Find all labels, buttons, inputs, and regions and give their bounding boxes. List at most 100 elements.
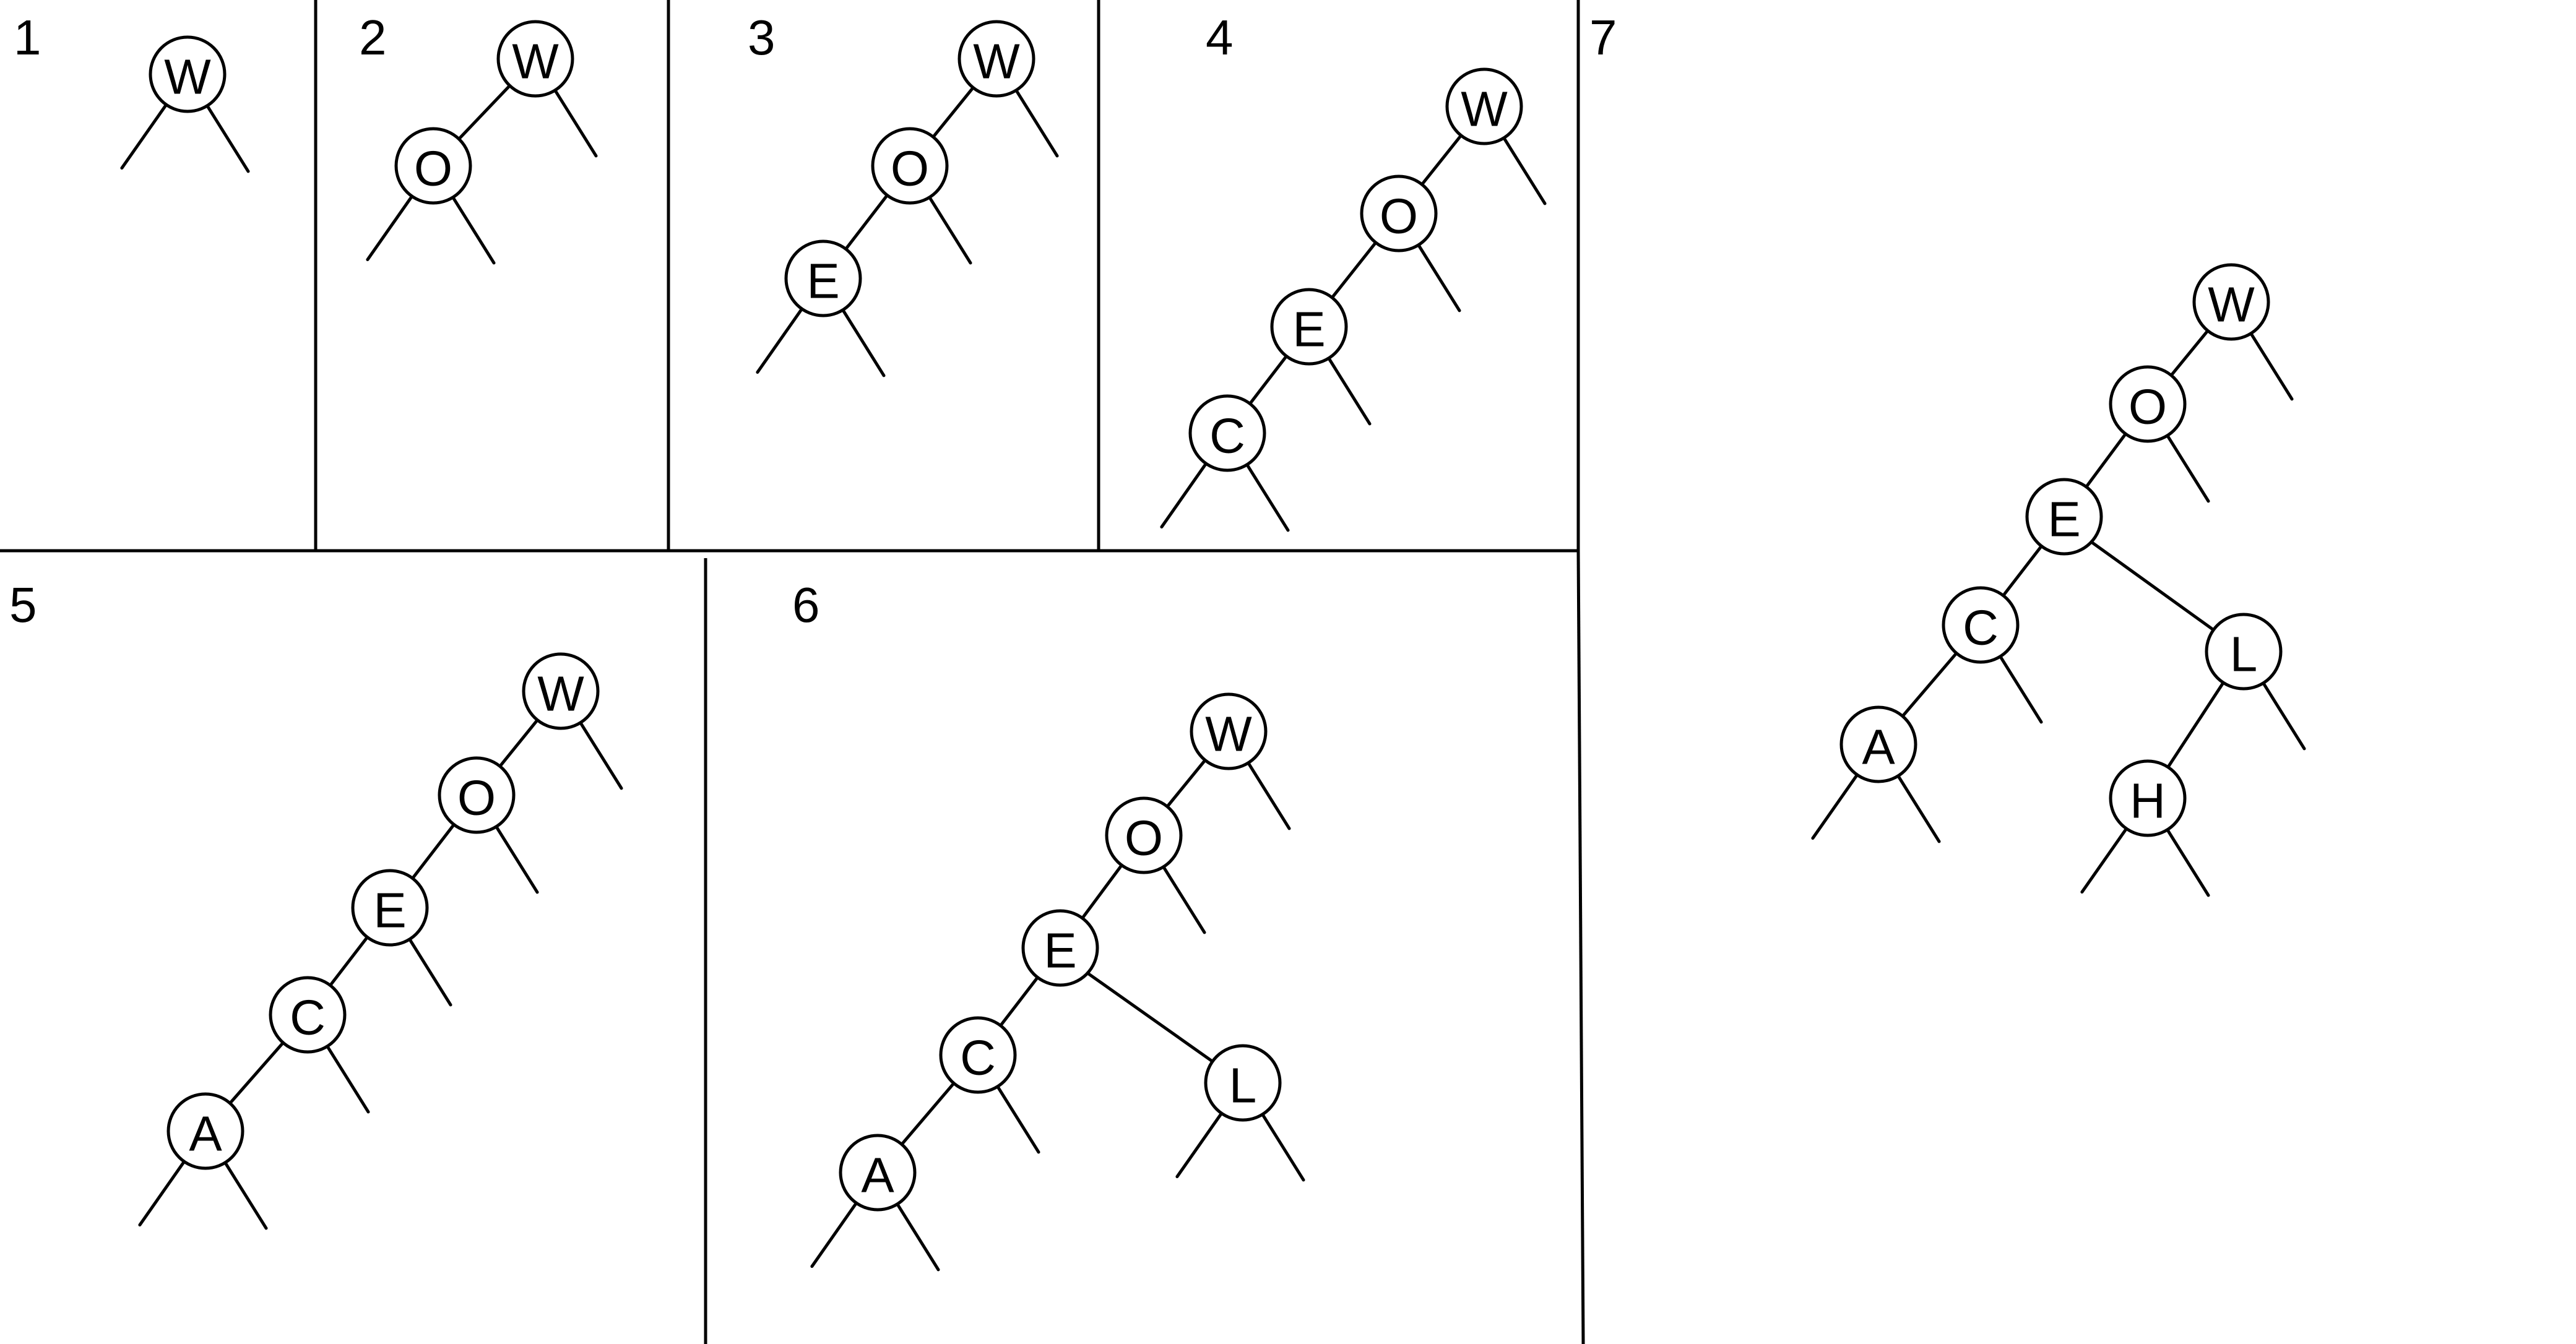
panel-dividers [0, 0, 1585, 1344]
panel-7: 7WO EC A L H [1589, 10, 2306, 897]
tree-node-w: W [957, 20, 1035, 98]
panel-3-edges [756, 57, 1059, 377]
node-circle [394, 127, 472, 205]
tree-node-c: C [939, 1016, 1017, 1094]
divider-6-7 [1576, 550, 1585, 1344]
node-circle [939, 1016, 1017, 1094]
tree-node-o: O [871, 127, 949, 205]
node-circle [438, 756, 516, 834]
node-label: W [973, 34, 1020, 89]
tree-node-c: C [1188, 394, 1266, 472]
node-circle [2205, 613, 2283, 691]
node-label: E [1292, 302, 1325, 357]
panel-7-nodes: WO EC A L H [1839, 263, 2283, 837]
tree-node-w: W [1445, 67, 1523, 145]
node-label: W [1205, 707, 1252, 762]
node-circle [1188, 394, 1266, 472]
node-circle [149, 35, 227, 113]
node-circle [2025, 478, 2103, 556]
node-circle [2109, 365, 2187, 443]
tree-node-e: E [784, 239, 862, 317]
tree-node-w: W [522, 652, 600, 730]
node-label: C [1963, 600, 1999, 655]
node-label: E [2047, 492, 2080, 547]
node-circle [1105, 796, 1183, 874]
tree-node-e: E [351, 869, 429, 947]
panel-1: 1W [14, 10, 250, 173]
tree-node-a: A [839, 1134, 917, 1212]
node-label: C [960, 1030, 996, 1085]
step-number-3: 3 [748, 10, 776, 65]
node-label: C [1209, 408, 1245, 463]
node-circle [351, 869, 429, 947]
node-circle [1445, 67, 1523, 145]
node-circle [784, 239, 862, 317]
panel-3-nodes: WOE [784, 20, 1035, 317]
node-circle [2192, 263, 2270, 341]
tree-node-h: H [2109, 759, 2187, 837]
panel-6-nodes: WO ECA L [839, 692, 1282, 1212]
tree-node-e: E [2025, 478, 2103, 556]
node-circle [957, 20, 1035, 98]
panel-2-nodes: WO [394, 20, 574, 205]
tree-node-a: A [1839, 705, 1917, 783]
tree-node-l: L [1204, 1044, 1282, 1122]
node-label: L [1229, 1058, 1257, 1113]
node-label: E [806, 254, 839, 309]
node-circle [839, 1134, 917, 1212]
tree-node-e: E [1270, 288, 1348, 366]
node-circle [871, 127, 949, 205]
node-label: A [189, 1106, 222, 1161]
node-circle [1942, 586, 2020, 664]
node-label: A [1862, 720, 1895, 775]
node-label: C [290, 990, 326, 1045]
tree-node-o: O [394, 127, 472, 205]
node-circle [1021, 909, 1099, 987]
tree-node-l: L [2205, 613, 2283, 691]
tree-node-w: W [496, 20, 574, 98]
node-label: W [1461, 82, 1508, 137]
node-label: W [537, 666, 584, 722]
step-number-1: 1 [14, 10, 41, 65]
tree-node-w: W [149, 35, 227, 113]
node-label: W [512, 34, 559, 89]
node-label: W [2208, 277, 2255, 332]
node-circle [269, 976, 347, 1054]
node-label: O [2129, 379, 2167, 434]
node-label: E [373, 883, 406, 938]
step-number-2: 2 [359, 10, 387, 65]
node-label: E [1044, 923, 1076, 978]
node-label: O [414, 141, 452, 196]
node-label: O [1380, 189, 1418, 244]
panel-1-nodes: W [149, 35, 227, 113]
tree-node-a: A [166, 1092, 244, 1170]
panel-4: 4WO EC [1160, 10, 1547, 532]
node-label: W [164, 50, 211, 105]
step-number-4: 4 [1206, 10, 1234, 65]
node-circle [1204, 1044, 1282, 1122]
tree-node-w: W [2192, 263, 2270, 341]
tree-node-o: O [1360, 174, 1438, 252]
tree-node-o: O [438, 756, 516, 834]
tree-node-c: C [269, 976, 347, 1054]
node-circle [1190, 692, 1268, 770]
node-label: L [2230, 627, 2258, 682]
step-number-7: 7 [1589, 10, 1617, 65]
tree-node-w: W [1190, 692, 1268, 770]
step-number-5: 5 [9, 577, 37, 632]
node-circle [522, 652, 600, 730]
node-circle [2109, 759, 2187, 837]
tree-node-o: O [2109, 365, 2187, 443]
tree-node-o: O [1105, 796, 1183, 874]
tree-node-e: E [1021, 909, 1099, 987]
node-label: O [1125, 811, 1163, 866]
node-circle [1360, 174, 1438, 252]
node-circle [1839, 705, 1917, 783]
panel-4-nodes: WO EC [1188, 67, 1523, 472]
